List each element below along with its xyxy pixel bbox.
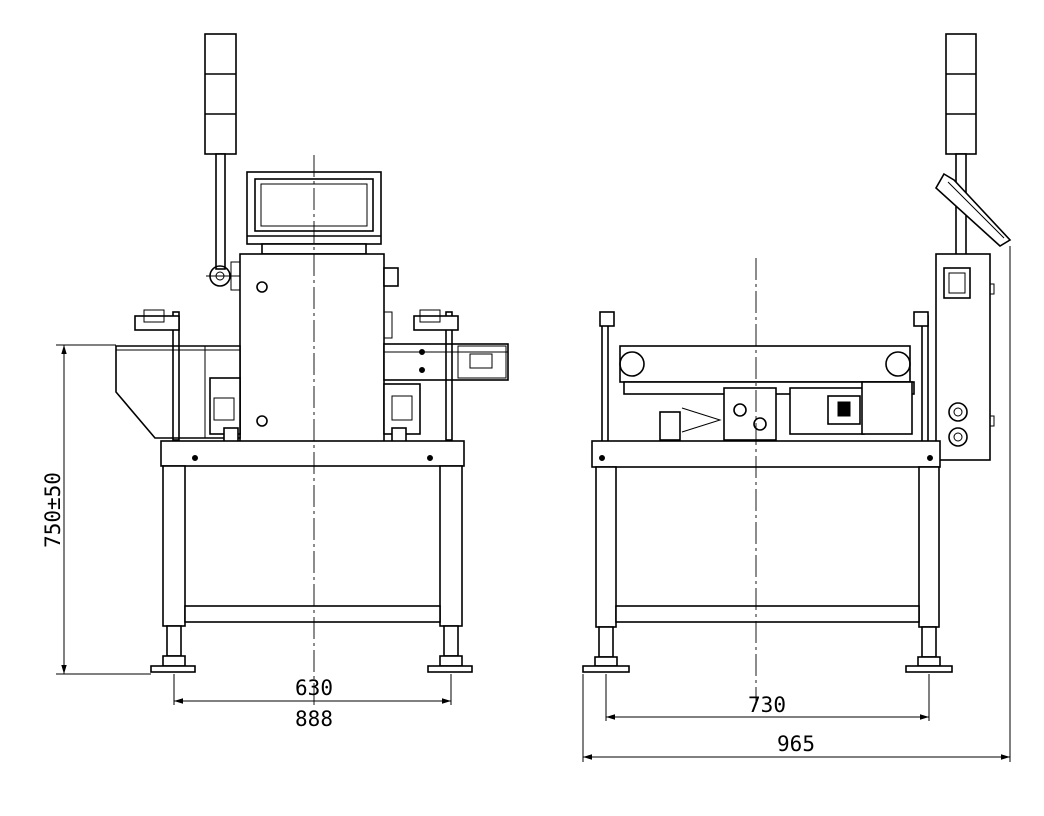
side-view <box>582 33 1012 705</box>
front-signal-tower <box>204 33 240 287</box>
front-table <box>150 440 473 673</box>
side-cabinet <box>935 253 995 461</box>
front-infeed-hopper <box>115 345 241 443</box>
side-conveyor <box>619 345 915 441</box>
side-guide-posts <box>599 311 929 443</box>
front-guide-posts <box>134 309 459 441</box>
dim-965-label: 965 <box>777 732 815 756</box>
side-hmi-screen <box>934 172 1012 247</box>
side-signal-tower <box>945 33 977 280</box>
dim-888-label: 888 <box>295 707 333 731</box>
front-view <box>115 33 509 705</box>
dim-730-label: 730 <box>748 693 786 717</box>
front-cabinet <box>230 253 399 465</box>
dim-630-label: 630 <box>295 676 333 700</box>
dimension-lines <box>56 246 1011 762</box>
dim-height-label: 750±50 <box>41 472 65 548</box>
dimension-labels: 750±50 630 888 730 965 <box>41 472 815 756</box>
side-table <box>582 440 953 673</box>
